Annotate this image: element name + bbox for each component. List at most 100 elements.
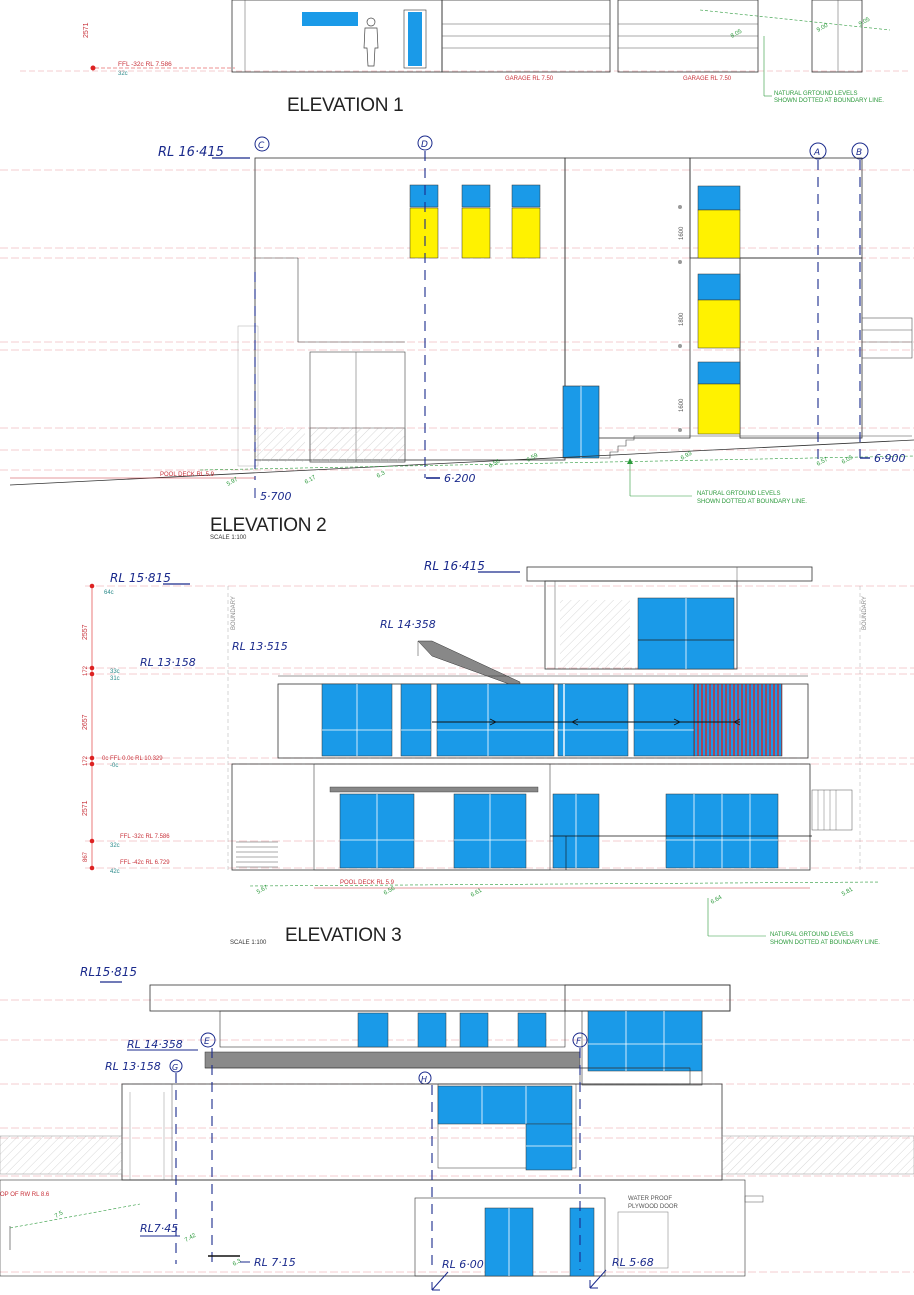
elev2-level-4: 6.56 xyxy=(488,458,502,469)
elev4-clerestory-1 xyxy=(357,1012,389,1048)
elev4-rl-600: RL 6·00 xyxy=(442,1258,484,1271)
elev3-dim-2557: 2557 xyxy=(82,624,89,640)
elev3-mid-slider-1 xyxy=(436,683,555,757)
elev4-right-window xyxy=(587,1010,703,1072)
elev4-water-proof: WATER PROOF xyxy=(628,1196,672,1202)
elevation-1: 2571 FFL -32c RL 7.586 32c GARAGE RL 7.5… xyxy=(20,0,910,104)
elev3-natural-1: NATURAL GRTOUND LEVELS xyxy=(770,932,853,938)
elev2-dim-1800: 1800 xyxy=(679,312,685,326)
elev2-dim-5700: 5·700 xyxy=(260,490,292,503)
elev3-boundary-left: BOUNDARY xyxy=(231,596,237,630)
elev2-grid-b: B xyxy=(856,148,862,158)
elevation-2-scale: SCALE 1:100 xyxy=(210,535,247,541)
elev3-ffl-42: FFL -42c RL 6.729 xyxy=(120,860,170,866)
elevation-3-scale: SCALE 1:100 xyxy=(230,940,267,946)
elevation-3: 64c 2557 172 33c 31c 2657 172 0c FFL 0.0… xyxy=(82,559,914,946)
elev3-dim-867: 867 xyxy=(83,851,89,862)
elevation-2: RL 16·415 C D A B xyxy=(0,135,914,505)
elev3-level-1: 5.67 xyxy=(256,884,270,895)
elevation-1-title: ELEVATION 1 xyxy=(287,95,404,116)
elev2-window-3-top xyxy=(511,184,541,208)
elev2-level-8: 6.05 xyxy=(841,454,855,465)
elev3-rl-13158: RL 13·158 xyxy=(140,656,196,669)
elev3-32c: 32c xyxy=(110,843,120,849)
elev3-mid-slider-3 xyxy=(633,683,695,757)
elev1-level-marker xyxy=(90,65,96,71)
elev3-42c: 42c xyxy=(110,869,120,875)
elev2-window-1-bottom xyxy=(409,207,439,259)
elev3-64c: 64c xyxy=(104,590,114,596)
elev2-level-6: 6.93 xyxy=(680,450,694,461)
elev4-grid-e: E xyxy=(204,1037,210,1047)
elev1-natural-2: SHOWN DOTTED AT BOUNDARY LINE. xyxy=(774,98,884,104)
elev4-bridge-window xyxy=(437,1085,573,1125)
elev3-0c: -0c xyxy=(110,763,118,769)
elev3-rl-15815: RL 15·815 xyxy=(110,571,171,585)
elev2-natural-1: NATURAL GRTOUND LEVELS xyxy=(697,491,780,497)
elev2-level-2: 6.17 xyxy=(304,474,318,485)
elev3-level-2: 6.56 xyxy=(383,885,397,896)
elev2-stair-window-1-bottom xyxy=(697,209,741,259)
elev4-rl-745: RL7·45 xyxy=(140,1222,178,1235)
elev1-natural-1: NATURAL GRTOUND LEVELS xyxy=(774,91,857,97)
elev3-ffl-32: FFL -32c RL 7.586 xyxy=(120,834,170,840)
elev2-pool-deck: POOL DECK RL 5.9 xyxy=(160,472,215,478)
arrow-icon xyxy=(431,1271,449,1291)
elev1-garage-1: GARAGE RL 7.50 xyxy=(505,76,554,82)
elev4-top-rw: OP OF RW RL 8.6 xyxy=(0,1192,50,1198)
elev3-natural-2: SHOWN DOTTED AT BOUNDARY LINE. xyxy=(770,940,880,946)
elev3-level-3: 6.61 xyxy=(470,887,484,898)
elev4-lower-door xyxy=(569,1207,595,1277)
elev2-window-2-bottom xyxy=(461,207,491,259)
elev2-level-1: 5.97 xyxy=(226,476,240,487)
elev3-mid-window-2 xyxy=(400,683,432,757)
arrow-icon xyxy=(571,718,579,726)
elev1-level-1: 8.05 xyxy=(730,28,744,39)
elev2-dim-1600-b: 1600 xyxy=(679,398,685,412)
elev2-window-1-top xyxy=(409,184,439,208)
elev2-grid-d: D xyxy=(421,140,428,150)
elev4-level-3: 6.3 xyxy=(232,1258,243,1268)
elev4-rl-715: RL 7·15 xyxy=(254,1256,296,1269)
elev2-dim-6900: 6·900 xyxy=(874,452,906,465)
elev3-33c: 33c xyxy=(110,669,120,675)
elevation-3-title: ELEVATION 3 xyxy=(285,925,402,946)
elevation-4: RL15·815 RL 14·358 E F RL 13·158 xyxy=(0,965,914,1291)
elev3-mid-slider-2 xyxy=(557,683,629,757)
elev3-dim-172-a: 172 xyxy=(83,665,89,676)
elev2-rl-16415: RL 16·415 xyxy=(158,145,224,160)
elev4-level-2: 7.42 xyxy=(184,1232,198,1243)
elev3-rl-16415: RL 16·415 xyxy=(424,559,485,573)
elev2-natural-2: SHOWN DOTTED AT BOUNDARY LINE. xyxy=(697,499,807,505)
elev1-ffl-label: FFL -32c RL 7.586 xyxy=(118,61,172,68)
elev2-dim-1600-a: 1600 xyxy=(679,226,685,240)
elev3-boundary-right: BOUNDARY xyxy=(862,596,868,630)
elev2-level-7: 6.57 xyxy=(816,456,830,467)
elev1-level-3: 9.05 xyxy=(858,16,872,27)
elev4-level-1: 7.5 xyxy=(54,1210,65,1220)
elev4-rl-13158: RL 13·158 xyxy=(105,1060,161,1073)
elev2-stair-window-1-top xyxy=(697,185,741,211)
elev1-door xyxy=(408,12,422,66)
elev3-rl-13515: RL 13·515 xyxy=(232,640,288,653)
elev3-level-5: 5.81 xyxy=(841,886,855,897)
elev4-grid-g: G xyxy=(172,1063,178,1072)
elev2-stair-window-2-top xyxy=(697,273,741,301)
elev2-window-3-bottom xyxy=(511,207,541,259)
elev4-rl-15815: RL15·815 xyxy=(80,965,137,979)
elev3-dim-2657: 2657 xyxy=(82,714,89,730)
arrow-icon xyxy=(489,718,497,726)
elev3-pool-deck: POOL DECK RL 5.9 xyxy=(340,880,395,886)
elev4-grid-f: F xyxy=(576,1037,582,1047)
elev2-window-2-top xyxy=(461,184,491,208)
elev3-31c: 31c xyxy=(110,676,120,682)
elev2-grid-a: A xyxy=(813,148,820,158)
elev2-stair-window-3-top xyxy=(697,361,741,385)
elev4-plywood-door: PLYWOOD DOOR xyxy=(628,1204,679,1210)
elev4-tall-window xyxy=(525,1123,573,1171)
elev1-dim-2571: 2571 xyxy=(83,22,90,38)
elev2-stair-window-3-bottom xyxy=(697,383,741,435)
elev4-clerestory-3 xyxy=(459,1012,489,1048)
arrow-icon xyxy=(673,718,681,726)
